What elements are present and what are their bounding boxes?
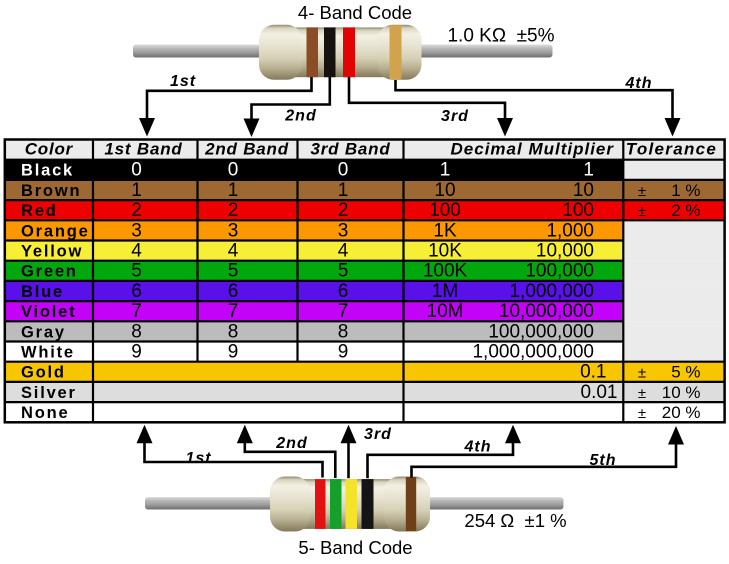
svg-text:1K: 1K (433, 220, 457, 241)
svg-text:9: 9 (338, 342, 349, 363)
svg-text:10 %: 10 % (662, 383, 701, 402)
svg-text:0: 0 (228, 160, 239, 181)
svg-text:2: 2 (228, 200, 239, 221)
svg-text:10: 10 (434, 180, 455, 201)
svg-text:3rd: 3rd (364, 426, 392, 443)
svg-text:2nd: 2nd (284, 108, 317, 125)
svg-text:±: ± (638, 385, 646, 402)
svg-text:100: 100 (562, 200, 594, 221)
svg-text:8: 8 (338, 321, 349, 342)
svg-text:1,000,000: 1,000,000 (509, 281, 594, 302)
svg-text:3: 3 (338, 220, 349, 241)
svg-text:100K: 100K (423, 261, 468, 282)
svg-text:1: 1 (440, 160, 451, 181)
svg-text:4: 4 (131, 241, 142, 262)
svg-text:5: 5 (131, 261, 142, 282)
svg-text:Orange: Orange (21, 222, 90, 240)
svg-text:10K: 10K (428, 241, 462, 262)
svg-text:100,000,000: 100,000,000 (488, 321, 594, 342)
svg-text:1: 1 (228, 180, 239, 201)
svg-text:4: 4 (228, 241, 239, 262)
svg-text:3rd: 3rd (441, 108, 469, 125)
svg-text:Black: Black (21, 162, 74, 180)
svg-text:2nd Band: 2nd Band (204, 140, 289, 159)
svg-text:Red: Red (21, 202, 58, 220)
svg-text:8: 8 (131, 321, 142, 342)
svg-text:Gold: Gold (21, 364, 66, 382)
svg-text:1st: 1st (170, 73, 196, 90)
svg-text:3: 3 (228, 220, 239, 241)
svg-text:2: 2 (131, 200, 142, 221)
svg-text:5: 5 (338, 261, 349, 282)
svg-text:None: None (21, 404, 69, 422)
svg-text:Color: Color (25, 140, 74, 159)
svg-text:5- Band Code: 5- Band Code (298, 537, 412, 558)
svg-text:Blue: Blue (21, 283, 64, 301)
svg-text:1st: 1st (185, 450, 211, 467)
svg-text:0.1: 0.1 (580, 362, 606, 383)
svg-text:0: 0 (338, 160, 349, 181)
svg-text:2: 2 (338, 200, 349, 221)
svg-text:±: ± (638, 365, 646, 382)
svg-text:100,000: 100,000 (525, 261, 594, 282)
svg-text:4- Band Code: 4- Band Code (298, 2, 412, 23)
svg-text:3: 3 (131, 220, 142, 241)
svg-text:1.0 KΩ ±5%: 1.0 KΩ ±5% (447, 26, 554, 47)
svg-text:Gray: Gray (21, 323, 66, 341)
svg-text:6: 6 (131, 281, 142, 302)
svg-text:±: ± (638, 405, 646, 422)
svg-text:1,000: 1,000 (546, 220, 594, 241)
svg-text:Decimal Multiplier: Decimal Multiplier (451, 140, 615, 159)
svg-text:5th: 5th (590, 452, 617, 469)
svg-text:7: 7 (338, 301, 349, 322)
svg-text:1 %: 1 % (671, 181, 700, 200)
svg-text:Green: Green (21, 263, 78, 281)
svg-text:4: 4 (338, 241, 349, 262)
svg-text:1st Band: 1st Band (104, 140, 182, 159)
svg-text:0.01: 0.01 (581, 382, 618, 403)
svg-text:Tolerance: Tolerance (626, 140, 717, 159)
svg-text:Yellow: Yellow (21, 243, 83, 261)
svg-text:1,000,000,000: 1,000,000,000 (472, 342, 594, 363)
svg-text:8: 8 (228, 321, 239, 342)
svg-text:±: ± (638, 183, 646, 200)
svg-text:9: 9 (228, 342, 239, 363)
svg-text:White: White (21, 344, 75, 362)
svg-text:5: 5 (228, 261, 239, 282)
svg-text:9: 9 (131, 342, 142, 363)
svg-text:3rd Band: 3rd Band (310, 140, 390, 159)
svg-text:1: 1 (131, 180, 142, 201)
svg-text:Violet: Violet (21, 303, 76, 321)
svg-text:254 Ω ±1 %: 254 Ω ±1 % (464, 510, 566, 531)
svg-text:7: 7 (131, 301, 142, 322)
svg-text:100: 100 (429, 200, 461, 221)
svg-text:4th: 4th (625, 75, 653, 92)
svg-text:10,000,000: 10,000,000 (499, 301, 594, 322)
svg-text:4th: 4th (464, 439, 492, 456)
svg-text:1: 1 (338, 180, 349, 201)
svg-text:6: 6 (338, 281, 349, 302)
svg-text:Brown: Brown (21, 182, 81, 200)
svg-text:20 %: 20 % (662, 403, 701, 422)
svg-text:2nd: 2nd (275, 435, 308, 452)
svg-text:0: 0 (131, 160, 142, 181)
svg-text:±: ± (638, 203, 646, 220)
svg-text:10M: 10M (427, 301, 464, 322)
svg-text:1M: 1M (432, 281, 458, 302)
svg-text:2 %: 2 % (671, 201, 700, 220)
svg-text:Silver: Silver (21, 384, 77, 402)
svg-text:6: 6 (228, 281, 239, 302)
svg-text:10,000: 10,000 (536, 241, 594, 262)
svg-text:10: 10 (573, 180, 594, 201)
svg-text:5 %: 5 % (671, 363, 700, 382)
svg-text:1: 1 (583, 160, 594, 181)
svg-text:7: 7 (228, 301, 239, 322)
